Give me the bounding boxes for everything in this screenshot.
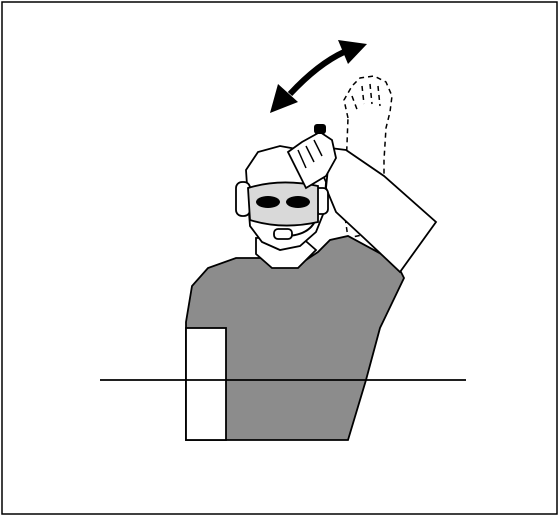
goggles-icon [248,182,318,225]
side-panel [186,328,226,440]
